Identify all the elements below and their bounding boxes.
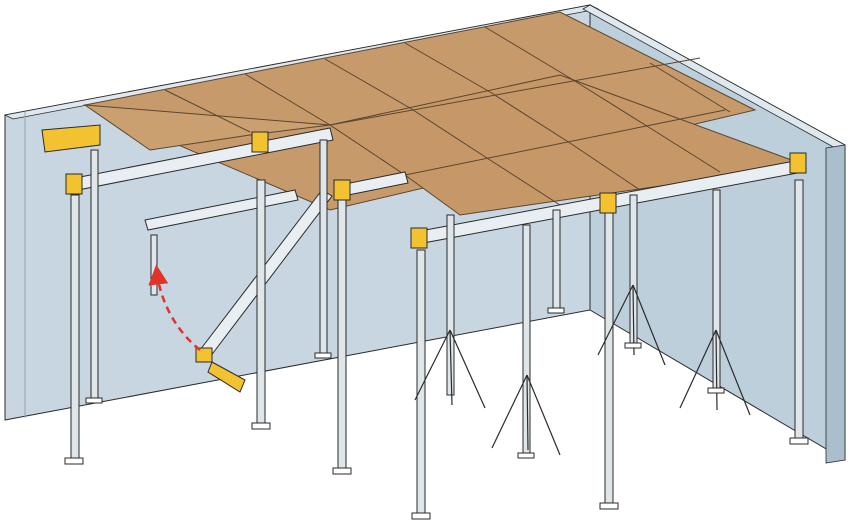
prop-10: [604, 204, 614, 506]
prop-3: [256, 179, 266, 426]
prop-7: [446, 214, 455, 396]
prop-head-diagonal: [195, 347, 213, 363]
prop-4: [319, 139, 328, 356]
prop-head-3: [333, 179, 351, 201]
prop-foot-diagonal: [207, 361, 246, 393]
prop-2: [90, 149, 99, 401]
wall-end-face: [825, 144, 846, 464]
prop-lifted: [150, 234, 158, 296]
tripod-4: [679, 329, 751, 416]
prop-head-5: [599, 192, 617, 214]
wall-bracket: [41, 124, 101, 153]
base-plates: [64, 307, 809, 520]
prop-5: [337, 199, 347, 471]
tripod-1: [414, 329, 486, 409]
prop-9: [552, 209, 561, 311]
prop-8: [522, 224, 531, 456]
prop-heads: [65, 131, 807, 393]
deck-panels: [83, 11, 806, 216]
prop-head-4: [410, 227, 428, 249]
prop-head-2: [251, 131, 269, 153]
prop-13: [794, 179, 804, 441]
prop-1: [70, 194, 80, 461]
prop-head-6: [789, 152, 807, 174]
tripod-2: [491, 374, 561, 456]
deck-panel-left-strip: [83, 104, 331, 151]
deck-panel-row-front: [328, 74, 806, 216]
prop-head-1: [65, 173, 83, 195]
